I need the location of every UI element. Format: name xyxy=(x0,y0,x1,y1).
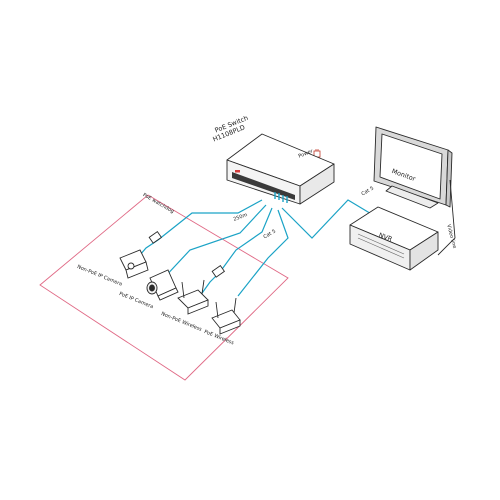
monitor-device xyxy=(373,126,453,209)
wireless-splitter-icon xyxy=(211,265,226,278)
video-line xyxy=(437,179,456,256)
poe-watchdog-region xyxy=(39,194,289,381)
switch-led-icon xyxy=(235,170,240,173)
cable-non-poe-camera xyxy=(157,199,263,241)
non-poe-wireless-ap xyxy=(177,265,226,315)
cables xyxy=(133,199,379,297)
cable-poe-wireless xyxy=(237,209,289,297)
poe-ip-camera xyxy=(146,269,179,301)
cable-switch-nvr xyxy=(281,199,379,239)
cable-non-poe-wireless xyxy=(219,207,273,273)
poe-switch-device xyxy=(226,133,335,205)
nvr-device xyxy=(349,206,439,271)
poe-wireless-ap xyxy=(211,297,241,335)
poe-splitter-icon xyxy=(148,231,163,244)
cable-poe-camera xyxy=(161,204,267,281)
non-poe-ip-camera xyxy=(119,231,163,279)
